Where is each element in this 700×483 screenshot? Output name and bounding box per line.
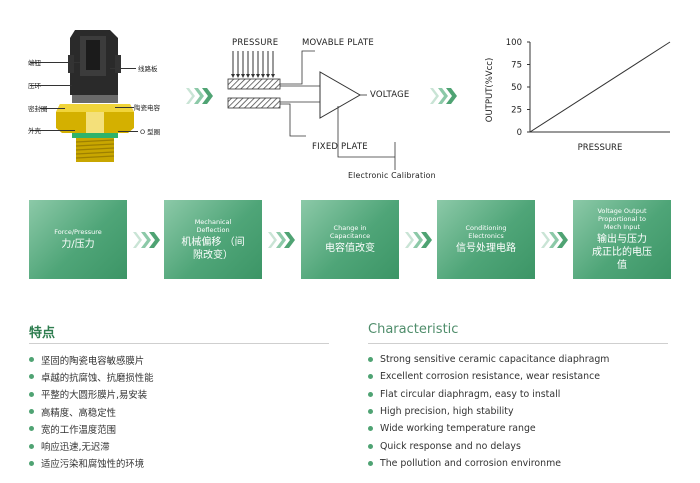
feature-text: 坚固的陶瓷电容敏感膜片 — [41, 355, 145, 367]
bullet-icon — [29, 443, 34, 449]
x-axis-label: PRESSURE — [578, 143, 623, 153]
capacitance-schematic — [227, 50, 396, 170]
label-housing: 外壳 — [28, 127, 41, 135]
features-cn-list: 坚固的陶瓷电容敏感膜片 卓越的抗腐蚀、抗磨损性能 平整的大圆形膜片,易安装 高精… — [29, 351, 154, 472]
label-circuit-board: 线路板 — [138, 65, 158, 73]
chevron-arrow-icon — [430, 88, 457, 104]
bullet-icon — [29, 409, 34, 415]
feature-text: 适应污染和腐蚀性的环境 — [41, 459, 145, 471]
bullet-icon — [29, 374, 34, 380]
process-step-zh: 输出与压力 成正比的电压值 — [592, 234, 652, 271]
feature-text: 高精度、高稳定性 — [41, 407, 117, 419]
process-step-zh: 信号处理电路 — [456, 243, 516, 254]
list-item: The pollution and corrosion environme — [368, 455, 609, 472]
list-item: Flat circular diaphragm, easy to install — [368, 386, 609, 403]
bullet-icon — [29, 460, 34, 466]
process-step-en: Force/Pressure — [54, 228, 102, 236]
list-item: 坚固的陶瓷电容敏感膜片 — [29, 351, 154, 368]
bullet-icon — [368, 460, 373, 466]
list-item: Quick response and no delays — [368, 437, 609, 454]
feature-text: 响应迅速,无迟滞 — [41, 442, 110, 454]
capacitance-diagram: PRESSURE MOVABLE PLATE VOLTAGE FIXED PLA… — [220, 30, 440, 185]
y-tick-label: 100 — [506, 38, 522, 48]
label-movable-plate: MOVABLE PLATE — [302, 38, 374, 48]
bullet-icon — [29, 391, 34, 397]
feature-text: The pollution and corrosion environme — [380, 457, 562, 469]
divider — [368, 343, 668, 344]
feature-text: Excellent corrosion resistance, wear res… — [380, 371, 601, 383]
features-cn-title: 特点 — [29, 326, 56, 341]
y-tick-label: 25 — [511, 106, 522, 116]
series-line — [529, 41, 671, 133]
feature-text: Quick response and no delays — [380, 440, 521, 452]
label-clamp-ring: 压环 — [28, 82, 41, 90]
label-ceramic-capacitor: 陶瓷电容 — [134, 104, 160, 112]
process-step-en: Change in Capacitance — [329, 224, 371, 240]
bullet-icon — [368, 357, 373, 363]
label-fixed-plate: FIXED PLATE — [312, 142, 368, 152]
bullet-icon — [368, 391, 373, 397]
output-chart-svg: OUTPUT(%Vcc) PRESSURE 100 75 50 25 0 — [485, 38, 671, 153]
process-step-zh: 电容值改变 — [325, 243, 375, 254]
list-item: Excellent corrosion resistance, wear res… — [368, 368, 609, 385]
bullet-icon — [368, 426, 373, 432]
list-item: 适应污染和腐蚀性的环境 — [29, 455, 154, 472]
list-item: 卓越的抗腐蚀、抗磨损性能 — [29, 368, 154, 385]
label-o-ring: O 型圈 — [140, 128, 161, 136]
y-tick-label: 50 — [511, 83, 522, 93]
list-item: 平整的大圆形膜片,易安装 — [29, 386, 154, 403]
sensor-drawing — [56, 30, 134, 162]
chevron-arrow-icon — [541, 232, 568, 248]
feature-text: 宽的工作温度范围 — [41, 424, 117, 436]
chevron-arrow-icon — [133, 232, 160, 248]
list-item: Wide working temperature range — [368, 420, 609, 437]
process-step-zh: 机械偏移 （间隙改变） — [181, 236, 245, 261]
list-item: High precision, high stability — [368, 403, 609, 420]
process-step-en: Voltage Output Proportional to Mech Inpu… — [597, 207, 647, 231]
chevron-arrow-icon — [186, 88, 213, 104]
feature-text: Wide working temperature range — [380, 423, 536, 435]
label-voltage: VOLTAGE — [370, 90, 410, 100]
process-step-force: Force/Pressure 力/压力 — [29, 200, 127, 279]
process-step-en: Mechanical Deflection — [194, 217, 232, 234]
chevron-arrow-icon — [405, 232, 432, 248]
bullet-icon — [29, 426, 34, 432]
feature-text: Strong sensitive ceramic capacitance dia… — [380, 354, 610, 366]
feature-text: 平整的大圆形膜片,易安装 — [41, 390, 148, 402]
list-item: 高精度、高稳定性 — [29, 403, 154, 420]
feature-text: Flat circular diaphragm, easy to install — [380, 388, 561, 400]
bullet-icon — [29, 357, 34, 363]
features-en-title: Characteristic — [368, 322, 459, 337]
output-chart: OUTPUT(%Vcc) PRESSURE 100 75 50 25 0 — [470, 30, 695, 170]
feature-text: High precision, high stability — [380, 406, 514, 418]
y-tick-label: 0 — [517, 128, 522, 138]
process-step-zh: 力/压力 — [61, 239, 95, 250]
process-step-deflection: Mechanical Deflection 机械偏移 （间隙改变） — [164, 200, 262, 279]
sensor-illustration: 端钮 压环 密封圈 外壳 线路板 陶瓷电容 O 型圈 — [0, 0, 175, 175]
process-step-voltage-output: Voltage Output Proportional to Mech Inpu… — [573, 200, 671, 279]
label-sealing-ring: 密封圈 — [28, 105, 48, 113]
label-terminal: 端钮 — [28, 59, 41, 67]
y-axis-label: OUTPUT(%Vcc) — [485, 58, 495, 123]
process-step-en: Conditioning Electronics — [465, 224, 507, 240]
label-electronic-calibration: Electronic Calibration — [348, 171, 436, 180]
bullet-icon — [368, 374, 373, 380]
process-step-conditioning: Conditioning Electronics 信号处理电路 — [437, 200, 535, 279]
process-step-capacitance: Change in Capacitance 电容值改变 — [301, 200, 399, 279]
bullet-icon — [368, 443, 373, 449]
bullet-icon — [368, 409, 373, 415]
label-pressure: PRESSURE — [232, 38, 279, 48]
features-en-list: Strong sensitive ceramic capacitance dia… — [368, 351, 609, 472]
divider — [29, 343, 329, 344]
list-item: 宽的工作温度范围 — [29, 420, 154, 437]
chevron-arrow-icon — [268, 232, 295, 248]
list-item: 响应迅速,无迟滞 — [29, 437, 154, 454]
feature-text: 卓越的抗腐蚀、抗磨损性能 — [41, 372, 154, 384]
list-item: Strong sensitive ceramic capacitance dia… — [368, 351, 609, 368]
y-tick-label: 75 — [511, 61, 522, 71]
